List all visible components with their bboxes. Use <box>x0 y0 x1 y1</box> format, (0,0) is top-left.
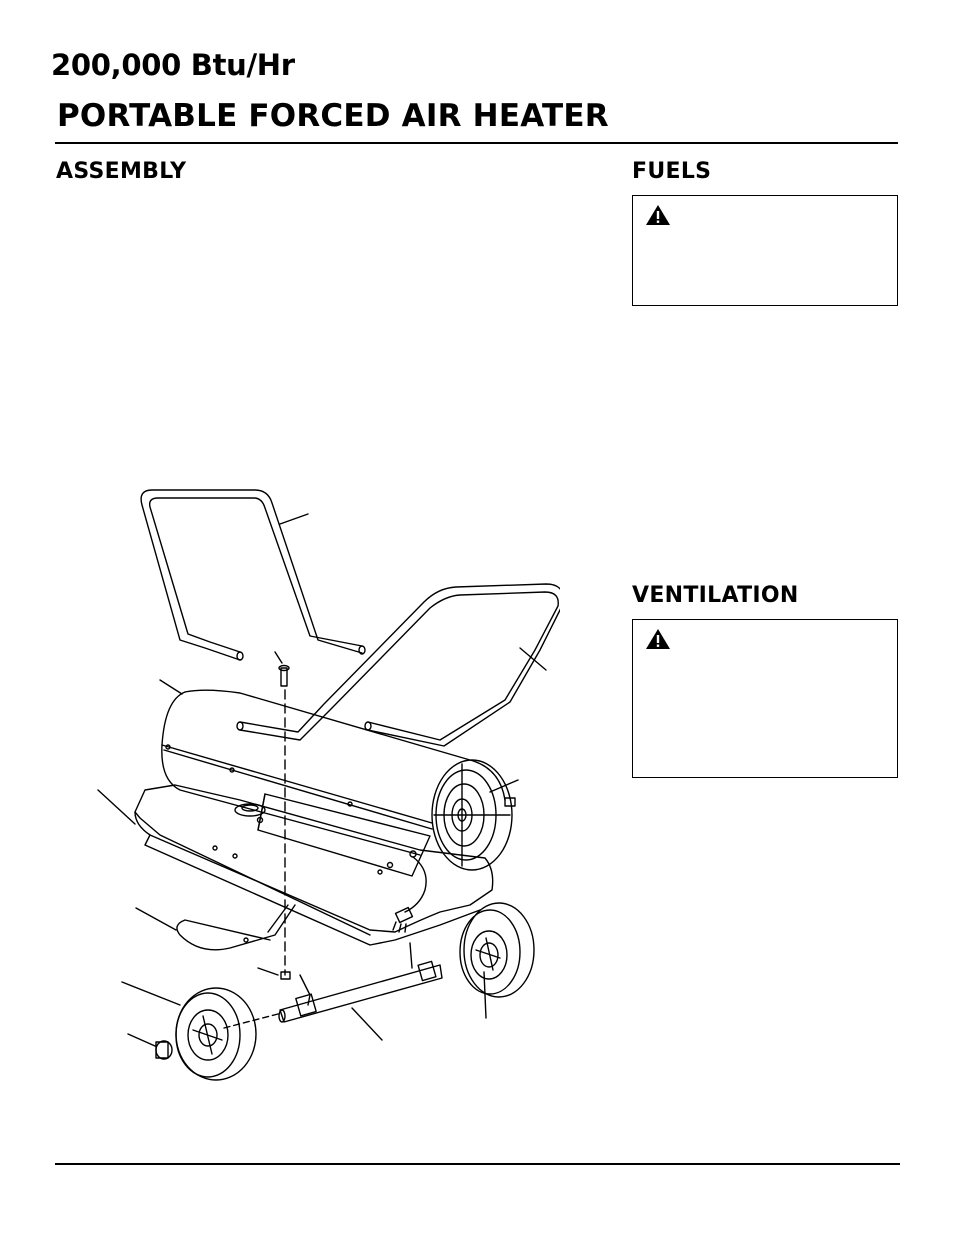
leader-line <box>489 779 519 793</box>
heater-assembly-diagram <box>97 489 560 1081</box>
hubcap <box>155 1040 173 1060</box>
leader-line <box>519 647 547 671</box>
leader-line <box>127 1033 156 1047</box>
leader-line <box>121 981 181 1006</box>
front-handle <box>236 583 560 747</box>
leader-line <box>274 651 283 664</box>
warning-triangle-icon <box>646 205 670 225</box>
model-btu-subtitle: 200,000 Btu/Hr <box>51 48 295 82</box>
assembly-heading: ASSEMBLY <box>56 159 187 184</box>
warning-triangle-icon <box>646 629 670 649</box>
ventilation-warning-box <box>632 619 898 778</box>
leader-line <box>257 967 279 976</box>
fuel-tank <box>134 784 494 946</box>
support-frame <box>176 904 413 1006</box>
ventilation-heading: VENTILATION <box>632 583 799 608</box>
leader-line <box>483 971 487 1019</box>
rear-handle <box>140 489 366 661</box>
axle <box>278 960 443 1023</box>
leader-line <box>279 513 309 525</box>
handle-bolt <box>278 664 290 687</box>
leader-line <box>159 679 183 695</box>
side-panel <box>256 793 431 877</box>
leader-line <box>351 1007 383 1041</box>
fan-guard <box>431 759 516 871</box>
footer-divider <box>55 1163 900 1165</box>
upper-shell <box>161 689 506 856</box>
title-divider <box>55 142 898 144</box>
nut <box>280 971 291 980</box>
page-title: PORTABLE FORCED AIR HEATER <box>57 98 609 134</box>
leader-line <box>97 789 136 825</box>
left-wheel <box>175 987 279 1081</box>
leader-line <box>135 907 177 931</box>
fuels-heading: FUELS <box>632 159 712 184</box>
power-cord <box>392 850 427 933</box>
fuels-warning-box <box>632 195 898 306</box>
right-wheel <box>459 902 535 998</box>
